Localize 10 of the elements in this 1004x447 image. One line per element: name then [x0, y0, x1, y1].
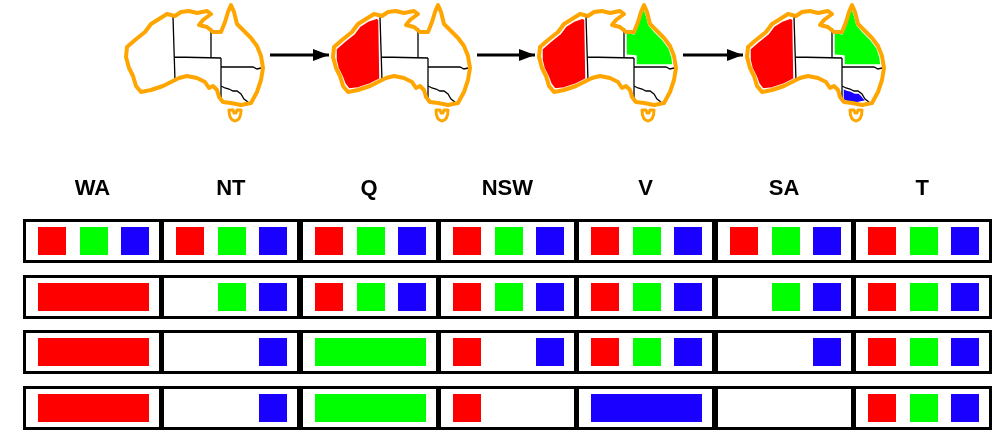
column-header: Q — [360, 177, 378, 199]
column-header: WA — [74, 177, 111, 199]
column-header: NSW — [481, 177, 534, 199]
arrow — [477, 49, 535, 61]
column-header: T — [915, 177, 929, 199]
column-header: SA — [768, 177, 800, 199]
column-header: V — [638, 177, 654, 199]
arrow — [270, 49, 329, 61]
column-header: NT — [216, 177, 246, 199]
arrow — [683, 49, 743, 61]
